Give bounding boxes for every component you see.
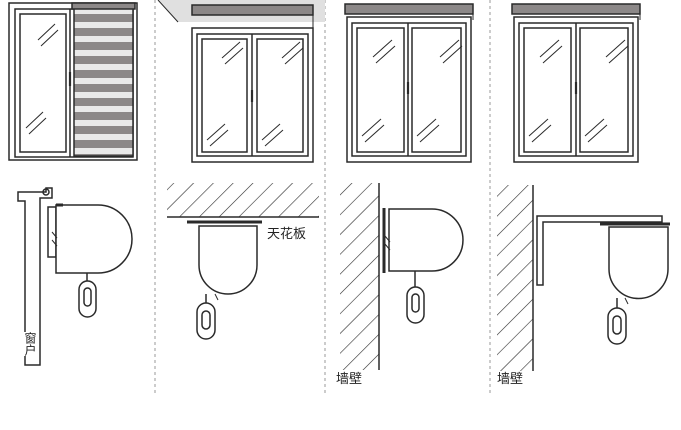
panel-window-frame bbox=[8, 2, 138, 366]
window-frame-section bbox=[17, 187, 53, 366]
pull-cord-icon bbox=[406, 271, 425, 324]
rolled-blind-cassette bbox=[344, 3, 474, 15]
pull-cord-icon bbox=[196, 294, 216, 340]
roller-blind-icon bbox=[382, 208, 464, 273]
ceiling-label: 天花板 bbox=[267, 226, 306, 242]
hatch-surface-icon bbox=[167, 183, 319, 218]
mount-bracket-icon bbox=[536, 215, 663, 286]
rolled-blind-cassette bbox=[511, 3, 641, 15]
zebra-blind-icon bbox=[71, 2, 136, 157]
window-label: 窗户 bbox=[23, 332, 37, 356]
window-icon bbox=[191, 27, 314, 163]
window-icon bbox=[513, 16, 639, 163]
wall-bracket-label: 墙壁 bbox=[497, 372, 523, 387]
hatch-surface-icon bbox=[497, 185, 534, 371]
hatch-surface-icon bbox=[340, 183, 380, 370]
wall-label: 墙壁 bbox=[336, 372, 362, 387]
panel-ceiling bbox=[157, 0, 325, 340]
panel-wall bbox=[340, 3, 474, 370]
pull-cord-icon bbox=[78, 273, 97, 318]
roller-blind-icon bbox=[47, 203, 133, 274]
rolled-blind-cassette bbox=[191, 4, 314, 16]
window-icon bbox=[346, 16, 472, 163]
roller-blind-icon bbox=[600, 222, 670, 305]
panel-wall-bracket bbox=[497, 3, 670, 371]
roller-blind-icon bbox=[187, 220, 262, 301]
pull-cord-icon bbox=[607, 298, 627, 345]
